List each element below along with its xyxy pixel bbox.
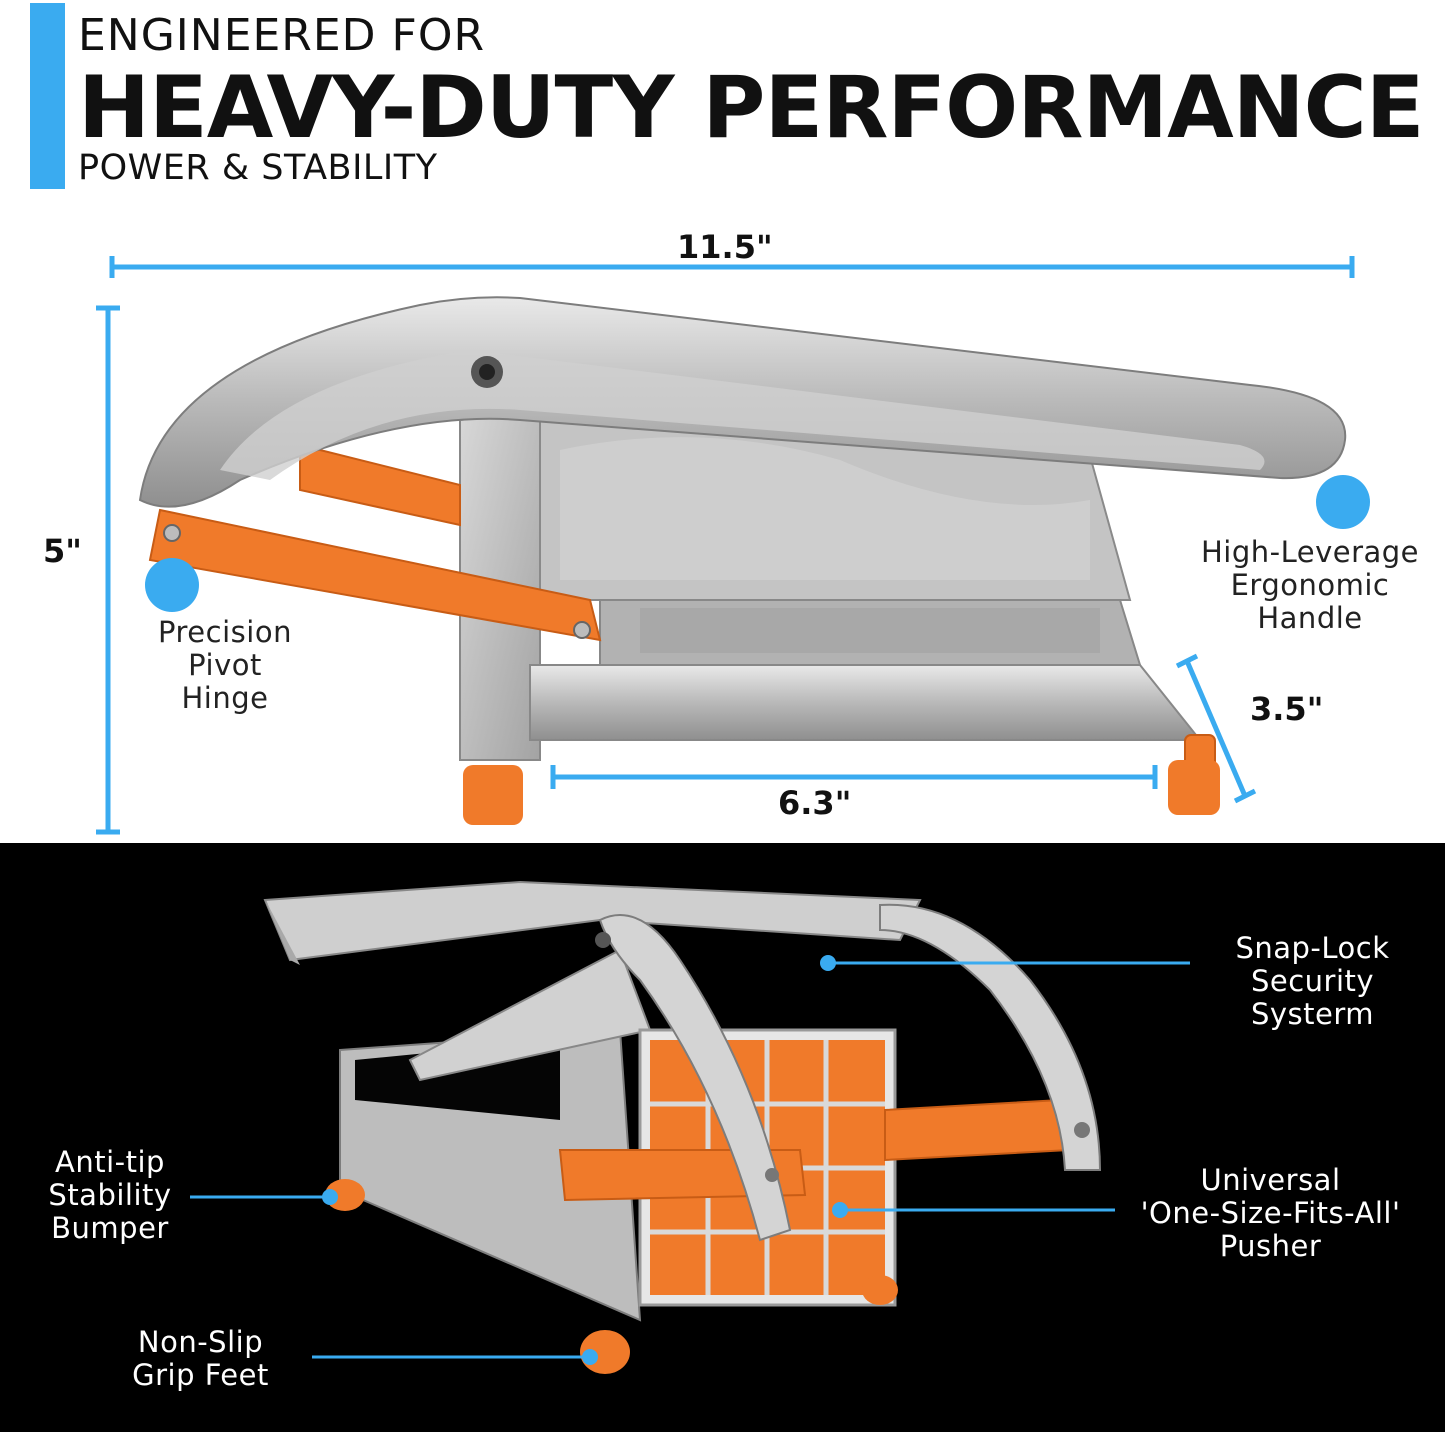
- callout-line: Snap-Lock: [1235, 931, 1390, 965]
- callout-pivot-hinge: Precision Pivot Hinge: [150, 616, 300, 715]
- callout-line: Hinge: [181, 681, 269, 715]
- callout-grip-feet: Non-Slip Grip Feet: [118, 1326, 283, 1392]
- callout-snap-lock: Snap-Lock Security Systerm: [1215, 932, 1410, 1031]
- callout-line: Security: [1250, 964, 1375, 998]
- callout-anti-tip: Anti-tip Stability Bumper: [35, 1146, 185, 1245]
- dimension-depth: 3.5": [1250, 690, 1324, 728]
- callout-line: Universal: [1200, 1163, 1341, 1197]
- callout-line: Stability: [48, 1178, 172, 1212]
- callout-line: Precision: [158, 615, 292, 649]
- rubber-feet: [463, 760, 1220, 825]
- callout-line: Non-Slip: [137, 1325, 264, 1359]
- callout-dot-hinge: [145, 558, 199, 612]
- callout-line: 'One-Size-Fits-All': [1140, 1196, 1401, 1230]
- dimension-base: 6.3": [778, 784, 852, 822]
- callout-line: Pivot: [188, 648, 262, 682]
- dimension-height: 5": [43, 532, 82, 570]
- callout-line: Ergonomic: [1230, 568, 1390, 602]
- lever-handle: [138, 296, 1347, 508]
- callout-ergonomic-handle: High-Leverage Ergonomic Handle: [1185, 536, 1435, 635]
- callout-line: Anti-tip: [55, 1145, 165, 1179]
- pivot-pins: [163, 524, 591, 639]
- callout-line: High-Leverage: [1200, 535, 1420, 569]
- dimension-length: 11.5": [677, 228, 773, 266]
- header-accent-bar: [30, 3, 65, 189]
- dimension-lines: [96, 256, 1355, 835]
- callout-line: Systerm: [1250, 997, 1375, 1031]
- header-subtitle: POWER & STABILITY: [78, 148, 438, 188]
- callout-line: Grip Feet: [132, 1358, 269, 1392]
- header-line-1: ENGINEERED FOR: [78, 10, 486, 61]
- callout-dot-handle: [1316, 475, 1370, 529]
- callout-line: Bumper: [51, 1211, 169, 1245]
- callout-pusher: Universal 'One-Size-Fits-All' Pusher: [1118, 1164, 1423, 1263]
- callout-line: Handle: [1257, 601, 1363, 635]
- side-view-illustration: [96, 256, 1370, 835]
- callout-line: Pusher: [1219, 1229, 1322, 1263]
- header-title: HEAVY-DUTY PERFORMANCE: [78, 58, 1424, 158]
